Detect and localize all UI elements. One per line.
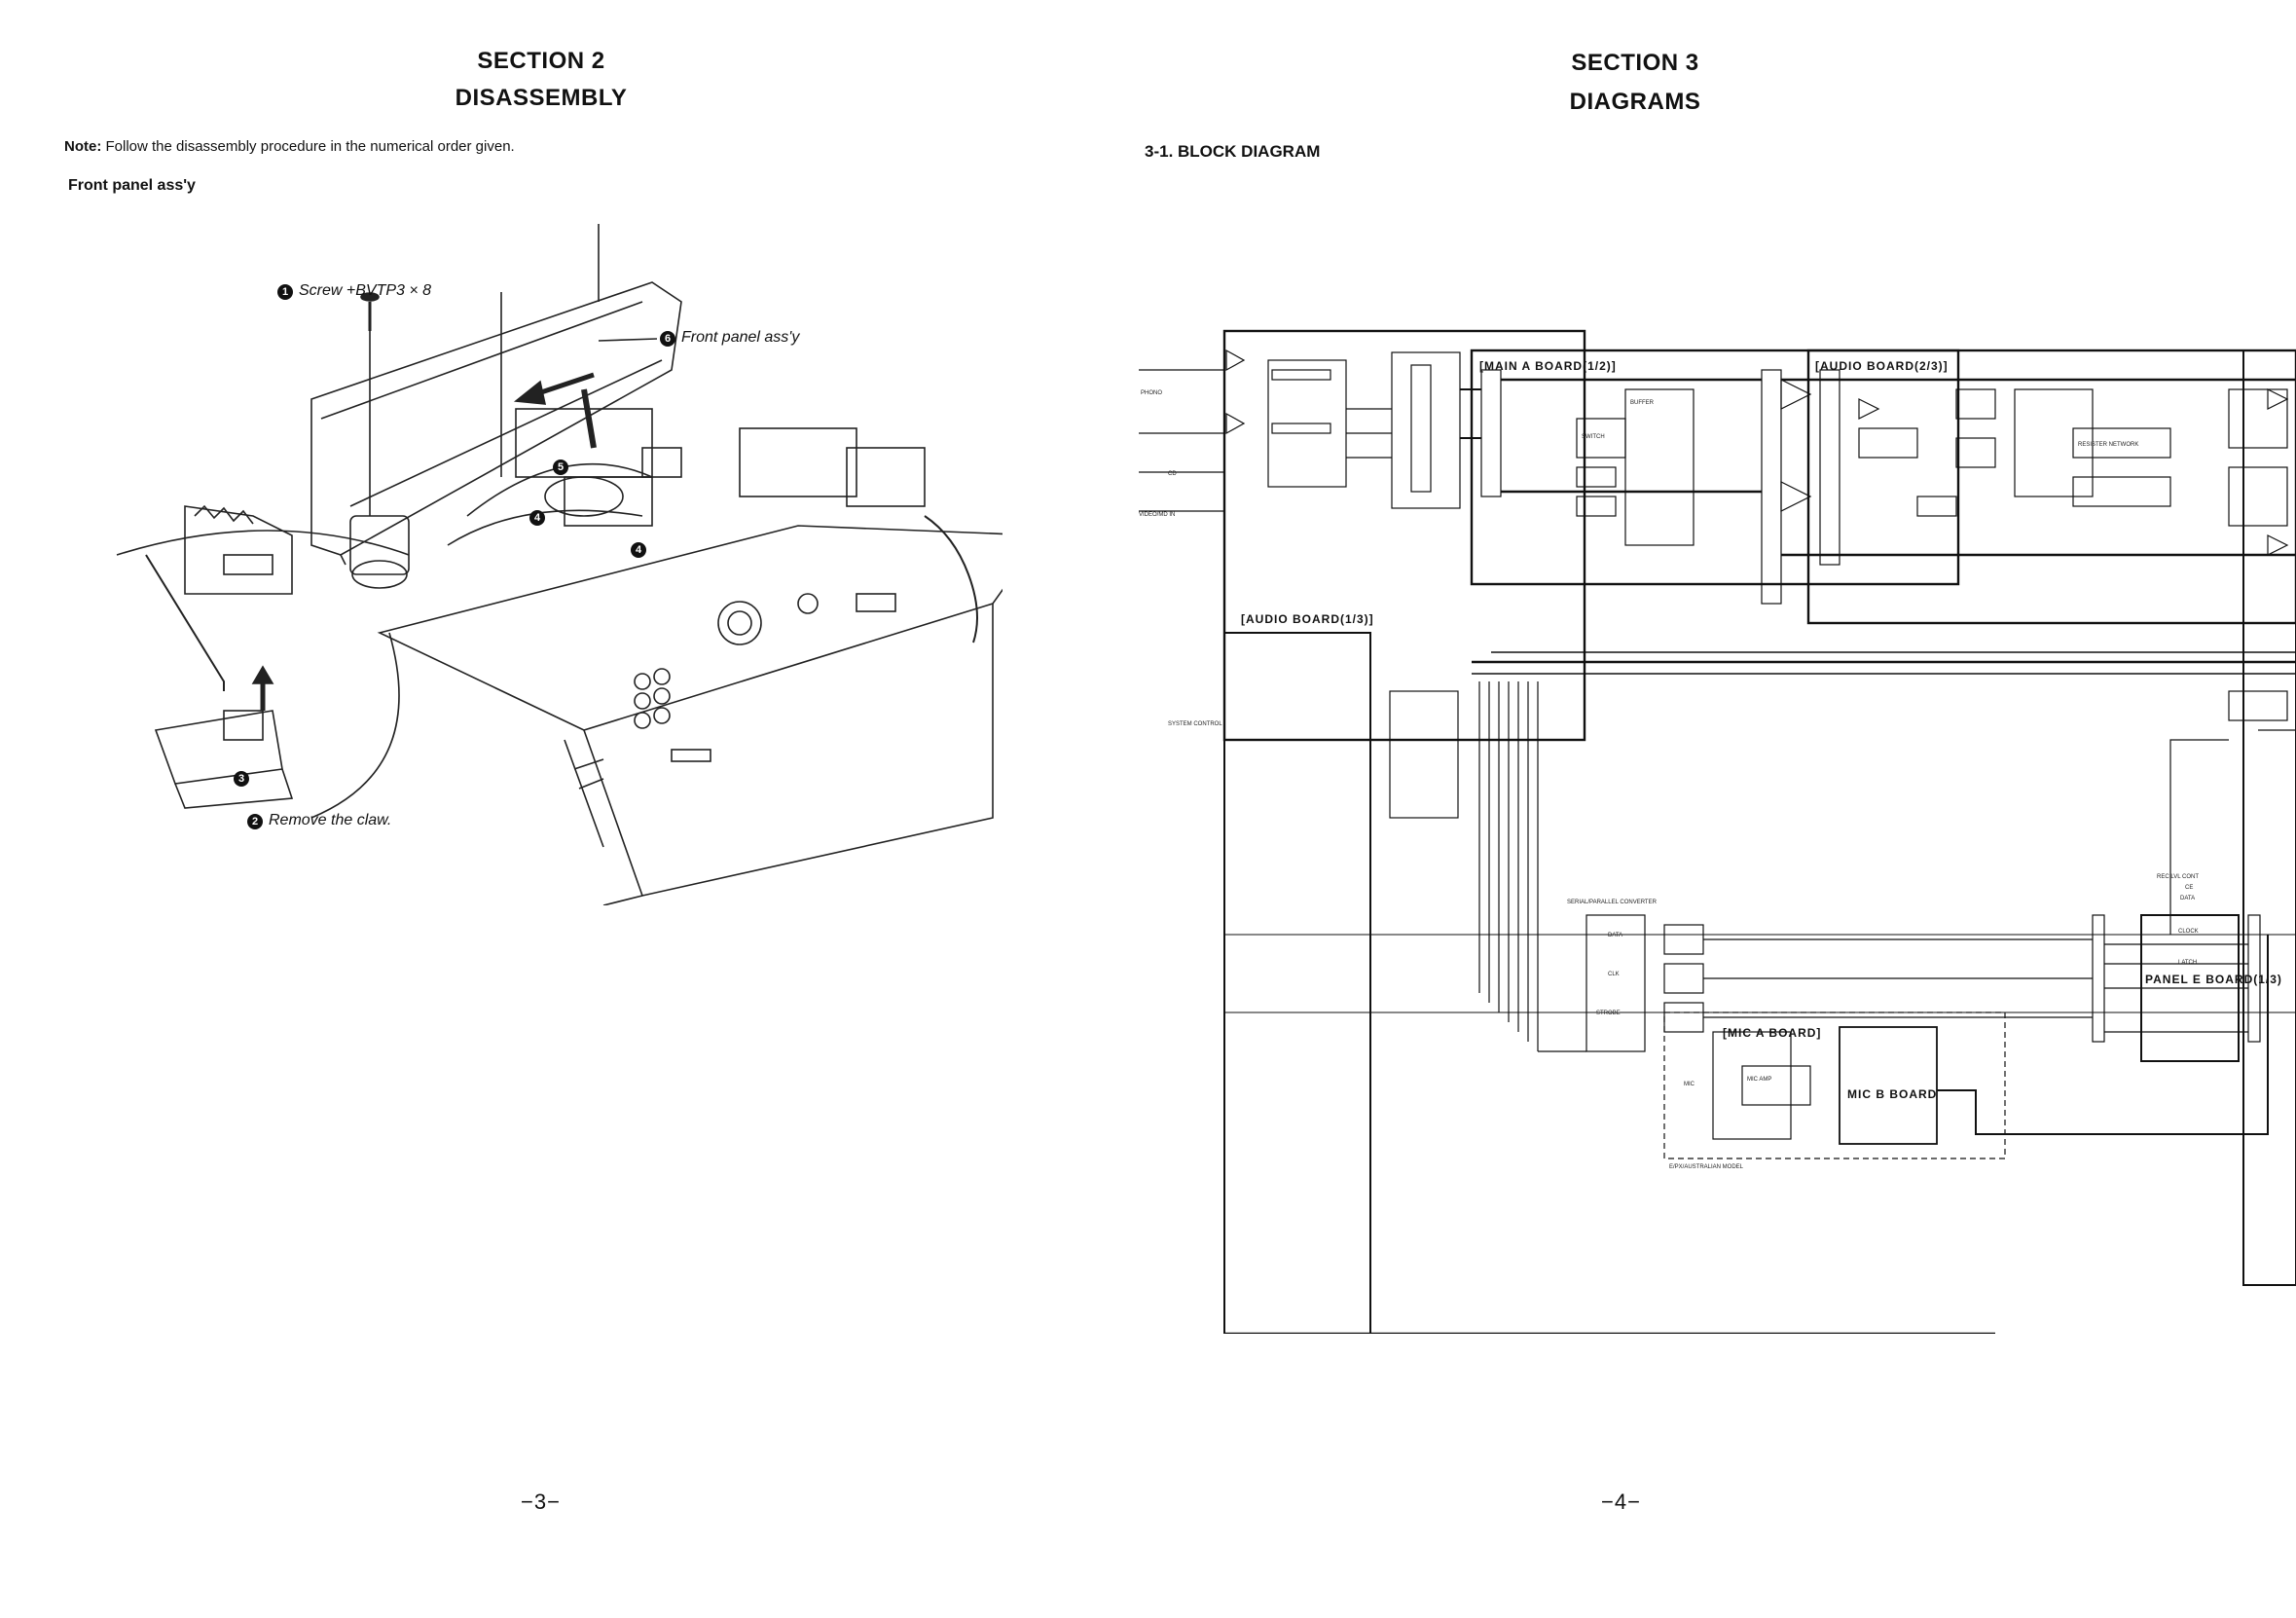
buffer-label: BUFFER (1630, 400, 1655, 406)
mic-a-board-label: [MIC A BOARD] (1723, 1026, 1821, 1040)
sp-converter-label: SERIAL/PARALLEL CONVERTER (1567, 900, 1658, 905)
mic-input-label: MIC (1684, 1082, 1695, 1087)
panel-e-board-label: PANEL E BOARD(1/3) (2145, 973, 2282, 986)
main-a-board-label: [MAIN A BOARD(1/2)] (1479, 359, 1617, 373)
note-text: Follow the disassembly procedure in the … (105, 138, 515, 155)
callout-3-number: 3 (234, 771, 249, 787)
callout-2-number: 2 (247, 814, 263, 829)
rec-lvl-signal-label: REC LVL CONT (2157, 874, 2199, 880)
clk-signal-label: CLK (1608, 972, 1620, 977)
page-number-4: −4− (1601, 1489, 1641, 1514)
data-signal-label: DATA (1608, 933, 1622, 938)
strobe-signal-label: STROBE (1596, 1011, 1621, 1016)
ce-signal-label: CE (2185, 885, 2193, 891)
latch-signal-label: LATCH (2178, 960, 2197, 966)
page-number-3: −3− (521, 1489, 561, 1514)
callout-4a-number: 4 (529, 510, 545, 526)
audio-board-2-3-label: [AUDIO BOARD(2/3)] (1815, 359, 1949, 373)
cd-input-label: CD (1168, 471, 1177, 477)
callout-1: 1 Screw +BVTP3 × 8 (277, 282, 431, 300)
callout-4a: 4 (529, 508, 551, 526)
section-3-title: DIAGRAMS (1569, 89, 1701, 115)
callout-6: 6 Front panel ass'y (660, 329, 799, 347)
mic-amp-label: MIC AMP (1747, 1077, 1771, 1083)
video-input-label: VIDEO/MD IN (1139, 512, 1175, 518)
note-label: Note: (64, 138, 102, 155)
callout-2: 2 Remove the claw. (247, 812, 391, 829)
phono-input-label: PHONO (1141, 390, 1162, 396)
clock-signal-label: CLOCK (2178, 929, 2199, 935)
callout-1-number: 1 (277, 284, 293, 300)
front-panel-subtitle: Front panel ass'y (68, 177, 196, 194)
block-diagram-title: 3-1. BLOCK DIAGRAM (1145, 142, 1321, 161)
audio-board-1-3-label: [AUDIO BOARD(1/3)] (1241, 612, 1374, 626)
callout-1-text: Screw +BVTP3 × 8 (299, 282, 432, 299)
resistor-network-label: RESISTER NETWORK (2078, 442, 2138, 448)
note-line: Note: Follow the disassembly procedure i… (64, 138, 515, 155)
callout-6-text: Front panel ass'y (681, 329, 800, 346)
section-3-label: SECTION 3 (1571, 50, 1699, 76)
callout-6-number: 6 (660, 331, 675, 347)
section-2-label: SECTION 2 (477, 48, 605, 74)
callout-4b-number: 4 (631, 542, 646, 558)
mic-b-board-label: MIC B BOARD (1847, 1087, 1937, 1101)
block-diagram: [MAIN A BOARD(1/2)] [AUDIO BOARD(2/3)] [… (1139, 329, 2296, 1334)
data2-signal-label: DATA (2180, 896, 2195, 901)
callout-5: 5 (553, 458, 574, 475)
callout-2-text: Remove the claw. (269, 812, 392, 828)
section-2-title: DISASSEMBLY (455, 85, 628, 111)
model-note-label: E/PX/AUSTRALIAN MODEL (1669, 1164, 1744, 1170)
disassembly-illustration (116, 224, 1002, 905)
switch-label: SWITCH (1582, 434, 1605, 440)
callout-4b: 4 (631, 540, 652, 558)
system-control-label: SYSTEM CONTROL (1168, 721, 1222, 727)
callout-5-number: 5 (553, 460, 568, 475)
callout-3: 3 (234, 769, 255, 787)
